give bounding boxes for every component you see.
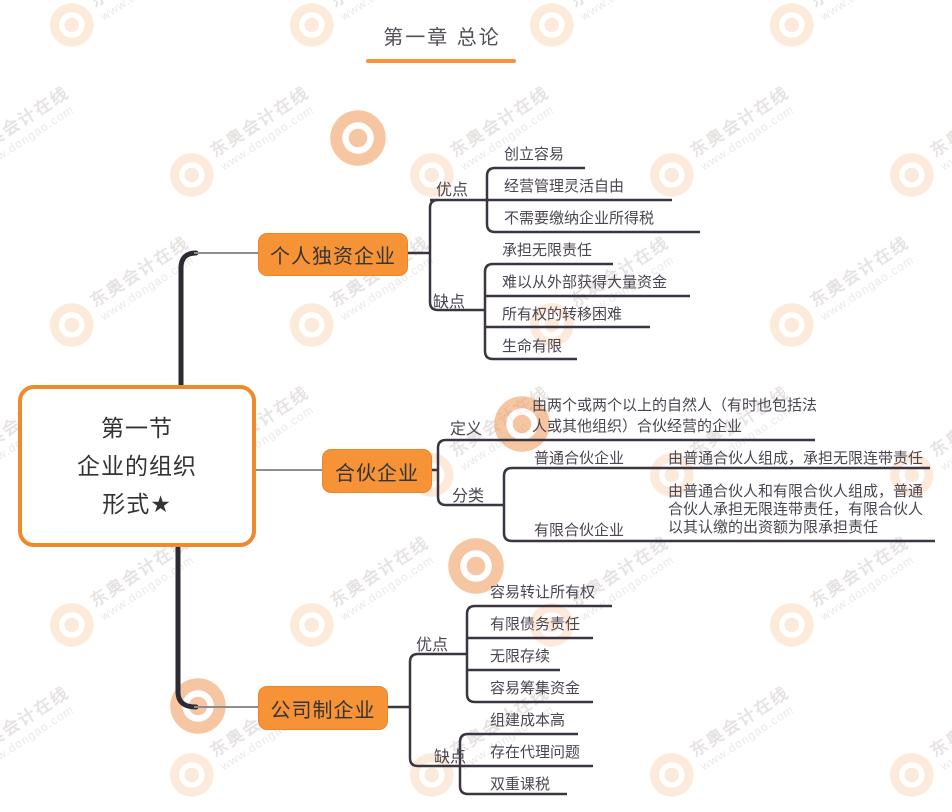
chapter-title: 第一章 总论 [383,27,501,49]
root-line-1: 第一节 [101,415,173,441]
root-node[interactable]: 第一节 企业的组织 形式★ [18,385,256,547]
b3-advantages-label[interactable]: 优点 [416,637,449,654]
root-line-2: 企业的组织 [77,453,197,479]
b2-row2-term[interactable]: 有限合伙企业 [534,522,625,539]
b2-row1-term[interactable]: 普通合伙企业 [534,450,625,467]
trunk-top [178,250,199,388]
b2-definition-label[interactable]: 定义 [450,421,483,438]
topic-corporation[interactable]: 公司制企业 [258,686,388,730]
b3-disadvantages-label[interactable]: 缺点 [434,749,467,766]
b3-adv-item-4[interactable]: 容易筹集资金 [490,680,581,697]
root-line-3: 形式★ [102,491,172,517]
b3-adv-item-2[interactable]: 有限债务责任 [490,616,581,633]
b3-adv-item-1[interactable]: 容易转让所有权 [490,584,596,601]
b3-dis-item-2[interactable]: 存在代理问题 [490,744,581,761]
b1-disadvantages-label[interactable]: 缺点 [433,294,466,311]
b1-dis-item-4[interactable]: 生命有限 [502,338,563,355]
b2-definition-text[interactable]: 由两个或两个以上的自然人（有时也包括法人或其他组织）合伙经营的企业 [532,397,818,435]
branch1-links [406,166,700,361]
b2-row2-desc[interactable]: 由普通合伙人和有限合伙人组成，普通合伙人承担无限连带责任，有限合伙人以其认缴的出… [668,483,924,536]
topic-sole-proprietorship[interactable]: 个人独资企业 [258,233,408,276]
title-underline [366,59,516,63]
b1-dis-item-1[interactable]: 承担无限责任 [502,242,593,259]
b2-classification-label[interactable]: 分类 [452,488,485,505]
b1-dis-item-2[interactable]: 难以从外部获得大量资金 [502,274,668,291]
b1-adv-item-3[interactable]: 不需要缴纳企业所得税 [504,210,655,227]
b1-adv-item-1[interactable]: 创立容易 [504,146,565,163]
b3-dis-item-3[interactable]: 双重课税 [490,776,551,793]
b2-row1-desc[interactable]: 由普通合伙人组成，承担无限连带责任 [668,450,924,467]
branch3-links [386,604,612,796]
trunk-bottom [175,545,199,710]
b3-dis-item-1[interactable]: 组建成本高 [490,712,566,729]
b1-adv-item-2[interactable]: 经营管理灵活自由 [504,178,625,195]
topic-partnership[interactable]: 合伙企业 [322,449,432,493]
b1-advantages-label[interactable]: 优点 [436,182,469,199]
b1-dis-item-3[interactable]: 所有权的转移困难 [502,306,623,323]
b3-adv-item-3[interactable]: 无限存续 [490,648,551,665]
